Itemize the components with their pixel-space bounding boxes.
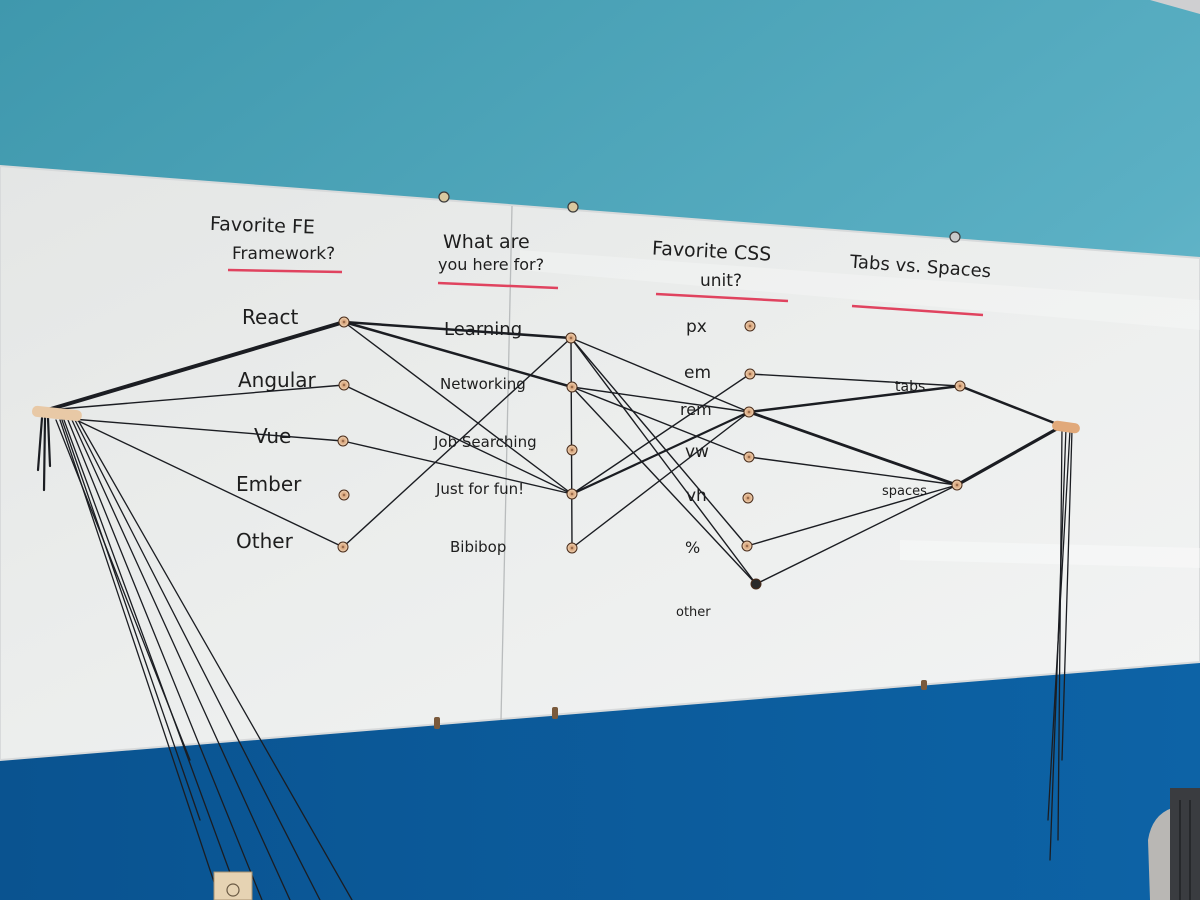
question-fe-line2: Framework?	[232, 244, 335, 264]
end-dowel	[1052, 420, 1080, 434]
strings	[36, 320, 1073, 900]
underline-fe	[227, 268, 343, 274]
label-other-fe: Other	[236, 529, 294, 553]
label-bibibop: Bibibop	[450, 538, 506, 556]
label-react: React	[242, 305, 299, 329]
label-job-searching: Job Searching	[433, 433, 537, 451]
chair	[1148, 788, 1200, 900]
magnets	[434, 191, 961, 729]
whiteboard	[0, 164, 1200, 762]
pegs	[337, 316, 966, 590]
start-dowel	[32, 405, 82, 422]
underline-css	[655, 292, 789, 303]
glare	[900, 540, 1200, 568]
question-purpose-line2: you here for?	[438, 255, 544, 274]
label-learning: Learning	[444, 319, 522, 340]
underline-indent	[851, 304, 984, 317]
wall-lower	[0, 662, 1200, 900]
question-purpose-line1: What are	[443, 231, 530, 253]
answers-fe: React Angular Vue Ember Other	[236, 305, 317, 553]
question-css-line2: unit?	[700, 271, 742, 291]
glare	[520, 250, 1200, 330]
underline-purpose	[437, 281, 559, 290]
label-em: em	[684, 363, 711, 383]
answers-purpose: Learning Networking Job Searching Just f…	[433, 319, 537, 556]
ceiling-edge	[1150, 0, 1200, 14]
power-outlet	[213, 871, 253, 900]
label-networking: Networking	[440, 375, 526, 393]
label-spaces: spaces	[882, 484, 927, 499]
label-just-for-fun: Just for fun!	[435, 480, 524, 498]
label-other-css: other	[676, 605, 711, 620]
label-percent: %	[685, 538, 700, 557]
label-px: px	[686, 317, 707, 337]
label-ember: Ember	[236, 472, 302, 496]
question-fe-line1: Favorite FE	[210, 213, 316, 239]
label-vh: vh	[686, 486, 707, 506]
